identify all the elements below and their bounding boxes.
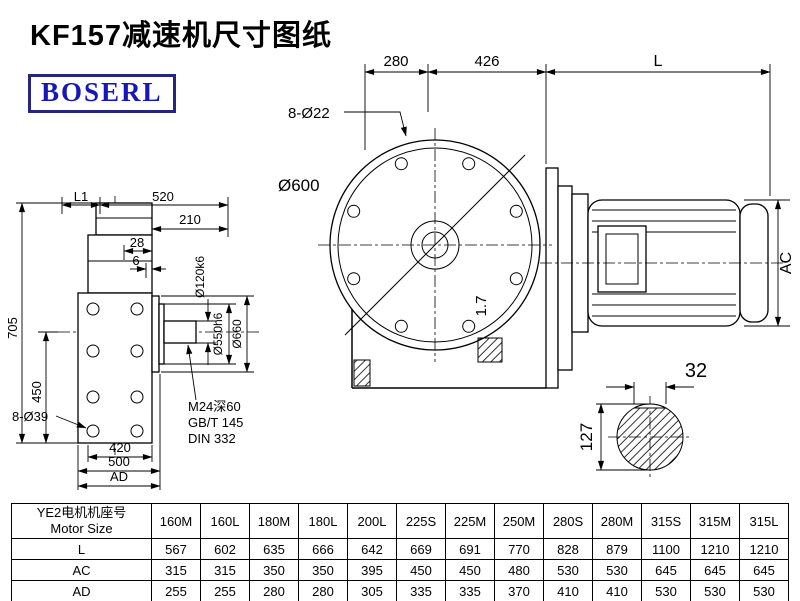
cell-ac-4: 395 <box>347 559 397 581</box>
shaft-section-dia-label: 127 <box>577 423 596 451</box>
dim-L-label: L <box>654 53 663 70</box>
cell-l-10: 1100 <box>641 538 691 560</box>
dim-28-label: 28 <box>130 235 144 250</box>
cell-ad-8: 410 <box>543 580 593 601</box>
side-view <box>58 196 262 455</box>
dim-705-label: 705 <box>5 317 20 339</box>
table-corner-cell: YE2电机机座号 Motor Size <box>11 503 152 539</box>
cell-l-0: 567 <box>151 538 201 560</box>
cell-ad-6: 335 <box>445 580 495 601</box>
col-header-160m: 160M <box>151 503 201 539</box>
motor-ac-label: AC <box>778 252 795 274</box>
cell-ac-1: 315 <box>200 559 250 581</box>
flange-dia-front-label: Ø600 <box>278 176 320 195</box>
dim-6-label: 6 <box>132 253 139 268</box>
cell-l-3: 666 <box>298 538 348 560</box>
cell-ac-10: 645 <box>641 559 691 581</box>
cell-ac-11: 645 <box>690 559 740 581</box>
cell-ac-6: 450 <box>445 559 495 581</box>
dim-210-label: 210 <box>179 212 201 227</box>
technical-drawing: L1 520 210 28 6 705 450 8-Ø39 420 <box>5 53 795 490</box>
cell-ad-11: 530 <box>690 580 740 601</box>
cell-l-4: 642 <box>347 538 397 560</box>
col-header-315s: 315S <box>641 503 691 539</box>
cell-l-6: 691 <box>445 538 495 560</box>
cell-ac-0: 315 <box>151 559 201 581</box>
side-view-dimensions: L1 520 210 28 6 705 450 8-Ø39 420 <box>5 189 254 490</box>
col-header-180m: 180M <box>249 503 299 539</box>
cell-ac-5: 450 <box>396 559 446 581</box>
row-label-ac: AC <box>11 559 152 581</box>
motor-size-table: YE2电机机座号 Motor Size 160M 160L 180M 180L … <box>11 503 789 601</box>
cell-ad-2: 280 <box>249 580 299 601</box>
dim-420-label: 420 <box>109 440 131 455</box>
cell-ad-5: 335 <box>396 580 446 601</box>
cell-l-11: 1210 <box>690 538 740 560</box>
row-label-l: L <box>11 538 152 560</box>
header-cn: YE2电机机座号 <box>36 505 127 520</box>
front-view <box>318 128 786 389</box>
table-header-row: YE2电机机座号 Motor Size 160M 160L 180M 180L … <box>11 503 789 539</box>
bolt-holes-note-front: 8-Ø22 <box>288 105 330 122</box>
cell-ad-7: 370 <box>494 580 544 601</box>
col-header-280m: 280M <box>592 503 642 539</box>
dim-280-label: 280 <box>383 53 408 70</box>
cell-ac-8: 530 <box>543 559 593 581</box>
cell-ad-1: 255 <box>200 580 250 601</box>
thread-note-3: DIN 332 <box>188 431 236 446</box>
cell-ad-4: 305 <box>347 580 397 601</box>
col-header-250m: 250M <box>494 503 544 539</box>
brand-logo-text: BOSERL <box>41 77 163 107</box>
cell-l-9: 879 <box>592 538 642 560</box>
spigot-dia-label: Ø550h6 <box>211 312 225 355</box>
table-row-ad: AD 255 255 280 280 305 335 335 370 410 4… <box>11 580 789 601</box>
brand-logo-box: BOSERL <box>28 74 176 113</box>
cell-ad-12: 530 <box>739 580 789 601</box>
col-header-225s: 225S <box>396 503 446 539</box>
col-header-180l: 180L <box>298 503 348 539</box>
col-header-315m: 315M <box>690 503 740 539</box>
dim-ad-label: AD <box>110 469 128 484</box>
col-header-160l: 160L <box>200 503 250 539</box>
front-view-dimensions: 280 426 L 8-Ø22 Ø600 1.7 AC <box>278 53 795 327</box>
col-header-315l: 315L <box>739 503 789 539</box>
cell-ac-12: 645 <box>739 559 789 581</box>
cell-ad-0: 255 <box>151 580 201 601</box>
thread-note-2: GB/T 145 <box>188 415 243 430</box>
cell-ac-7: 480 <box>494 559 544 581</box>
cell-l-7: 770 <box>494 538 544 560</box>
dim-l1-label: L1 <box>74 189 88 204</box>
dim-450-label: 450 <box>29 381 44 403</box>
cell-ac-9: 530 <box>592 559 642 581</box>
cell-ad-9: 410 <box>592 580 642 601</box>
cell-ac-3: 350 <box>298 559 348 581</box>
row-label-ad: AD <box>11 580 152 601</box>
page-title: KF157减速机尺寸图纸 <box>30 20 333 52</box>
cell-l-12: 1210 <box>739 538 789 560</box>
cell-l-5: 669 <box>396 538 446 560</box>
cell-l-8: 828 <box>543 538 593 560</box>
shaft-section-view: 32 127 <box>577 360 707 480</box>
col-header-225m: 225M <box>445 503 495 539</box>
flange-dia-side-label: Ø660 <box>230 319 244 349</box>
ratio-label: 1.7 <box>473 296 490 317</box>
cell-l-2: 635 <box>249 538 299 560</box>
dim-520-label: 520 <box>152 189 174 204</box>
bolt-holes-note-side: 8-Ø39 <box>12 409 48 424</box>
cell-ad-10: 530 <box>641 580 691 601</box>
cell-l-1: 602 <box>200 538 250 560</box>
cell-ac-2: 350 <box>249 559 299 581</box>
table-row-ac: AC 315 315 350 350 395 450 450 480 530 5… <box>11 559 789 581</box>
table-row-l: L 567 602 635 666 642 669 691 770 828 87… <box>11 538 789 560</box>
cell-ad-3: 280 <box>298 580 348 601</box>
col-header-280s: 280S <box>543 503 593 539</box>
key-width-label: 32 <box>685 360 707 382</box>
col-header-200l: 200L <box>347 503 397 539</box>
shaft-dia-label: Ø120k6 <box>193 256 207 298</box>
dim-426-label: 426 <box>474 53 499 70</box>
dim-500-label: 500 <box>108 454 130 469</box>
header-en: Motor Size <box>50 521 113 536</box>
thread-note-1: M24深60 <box>188 399 241 414</box>
